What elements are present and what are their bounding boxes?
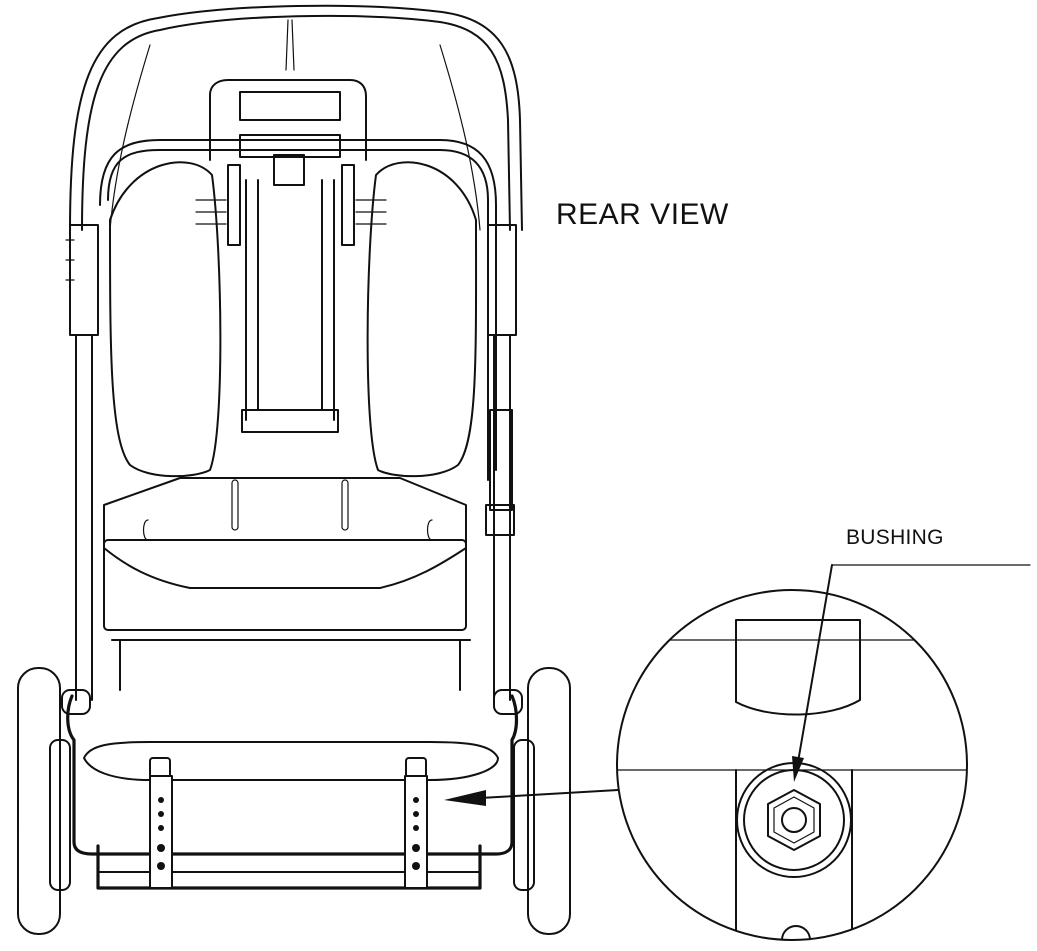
seat-pan bbox=[103, 477, 471, 691]
bracket-left bbox=[149, 757, 173, 889]
frame-right bbox=[485, 224, 517, 701]
canopy bbox=[69, 4, 523, 231]
rear-view-title: REAR VIEW bbox=[556, 198, 729, 231]
detail-pointer-arrow bbox=[444, 789, 619, 806]
bushing-label: BUSHING bbox=[846, 526, 944, 549]
seat-back bbox=[99, 139, 497, 481]
rear-wheel-right bbox=[513, 667, 571, 935]
harness-column bbox=[195, 79, 387, 433]
frame-left bbox=[65, 224, 99, 701]
bushing-leader bbox=[792, 564, 1031, 782]
bracket-right bbox=[404, 757, 428, 889]
bushing-detail-view bbox=[616, 589, 968, 941]
rear-wheel-left bbox=[17, 667, 71, 935]
rear-axle bbox=[61, 689, 523, 890]
